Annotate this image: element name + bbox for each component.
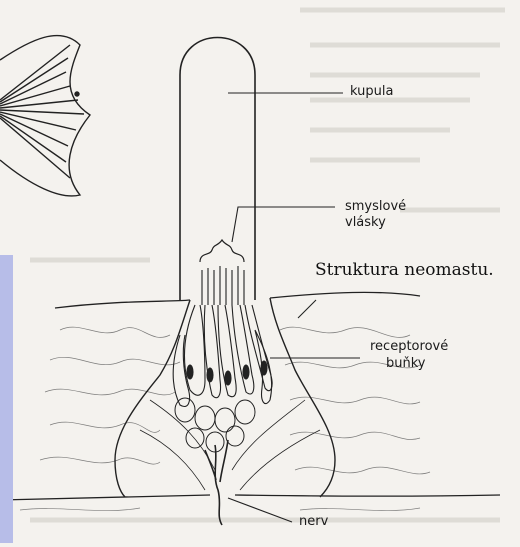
label-receptorove-line2: buňky (386, 356, 426, 371)
diagram-caption: Struktura neomastu. (315, 260, 494, 280)
hairs-brace (200, 240, 244, 262)
label-receptorove-line1: receptorové (370, 339, 448, 354)
sensory-hairs (202, 266, 244, 305)
nerve (205, 440, 228, 525)
fin-drawing (0, 36, 90, 196)
accent-sidebar (0, 255, 13, 543)
label-smyslove-line1: smyslové (345, 199, 406, 214)
label-kupula: kupula (350, 84, 393, 99)
leader-lines (228, 93, 360, 522)
receptor-cells (173, 305, 272, 406)
label-nerv: nerv (299, 514, 328, 529)
tissue-layers (0, 292, 500, 500)
tissue-texture (20, 327, 430, 510)
label-smyslove-line2: vlásky (345, 215, 386, 230)
